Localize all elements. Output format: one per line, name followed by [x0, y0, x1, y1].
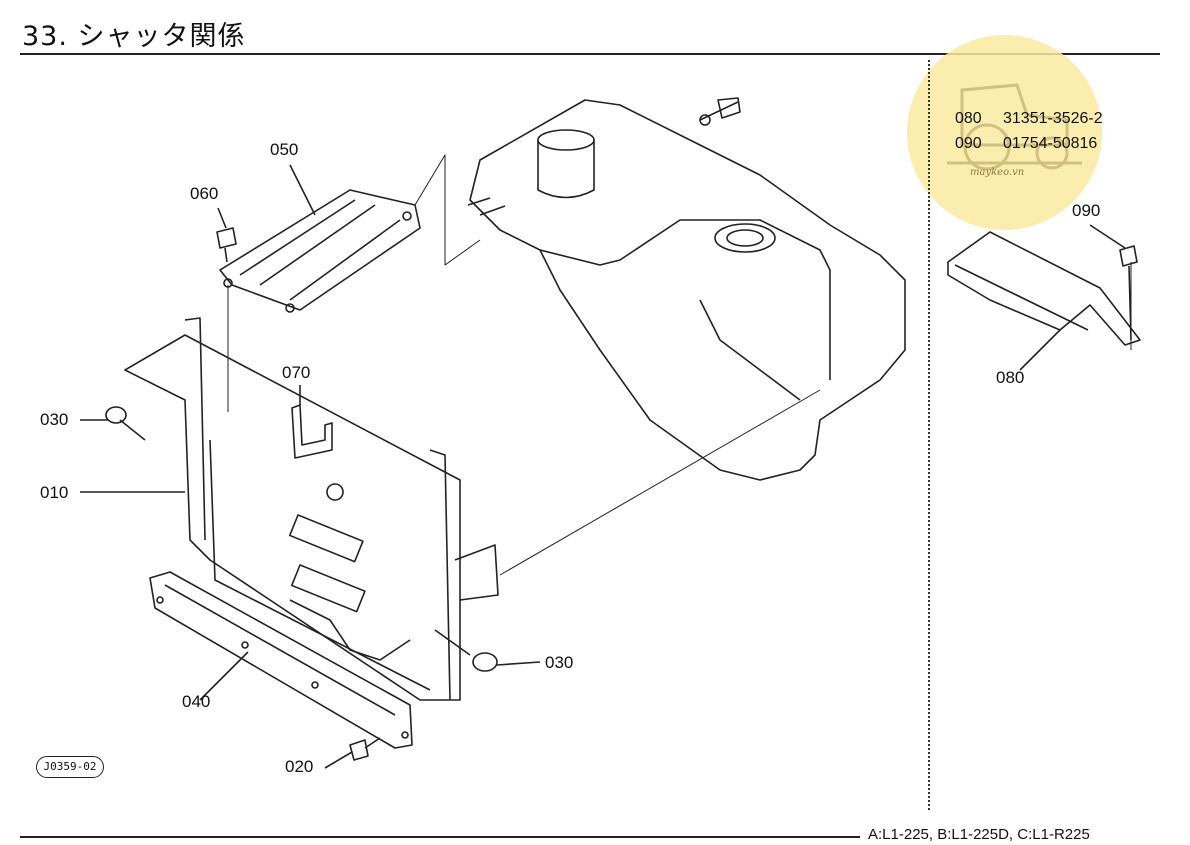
fuel-tank — [469, 99, 906, 481]
model-footer: A:L1-225, B:L1-225D, C:L1-R225 — [868, 826, 1090, 843]
callout-030-right: 030 — [545, 653, 574, 672]
callout-050: 050 — [270, 140, 299, 159]
grommet-030a — [105, 406, 127, 424]
watermark-logo — [907, 35, 1102, 230]
filler-cap-ring — [714, 223, 776, 253]
filler-neck — [537, 129, 595, 151]
watermark-text: maykeo.vn — [970, 167, 1025, 178]
bottom-rule — [20, 836, 860, 838]
bracket-080 — [947, 231, 1141, 346]
grommet-030b — [472, 652, 498, 672]
callout-010: 010 — [40, 483, 69, 502]
bolt-020 — [349, 737, 381, 761]
callout-020: 020 — [285, 757, 314, 776]
callout-040: 040 — [182, 692, 211, 711]
title-rule — [20, 53, 1160, 55]
rail-040 — [149, 571, 413, 749]
part-number-080: 31351-3526-2 — [1003, 110, 1103, 127]
page-title: 33. シャッタ関係 — [22, 21, 246, 52]
callout-060: 060 — [190, 184, 219, 203]
callout-030-left: 030 — [40, 410, 69, 429]
frame-010 — [124, 334, 461, 701]
callout-090: 090 — [1072, 201, 1101, 220]
bracket-050 — [219, 189, 421, 311]
reference-code: J0359-02 — [36, 756, 104, 778]
tractor-icon — [947, 83, 1082, 171]
callout-080: 080 — [996, 368, 1025, 387]
callout-070: 070 — [282, 363, 311, 382]
part-number-090: 01754-50816 — [1003, 135, 1098, 152]
clip-070 — [291, 404, 333, 459]
section-divider — [928, 60, 930, 810]
part-ref-080: 080 — [955, 110, 982, 127]
part-ref-090: 090 — [955, 135, 982, 152]
